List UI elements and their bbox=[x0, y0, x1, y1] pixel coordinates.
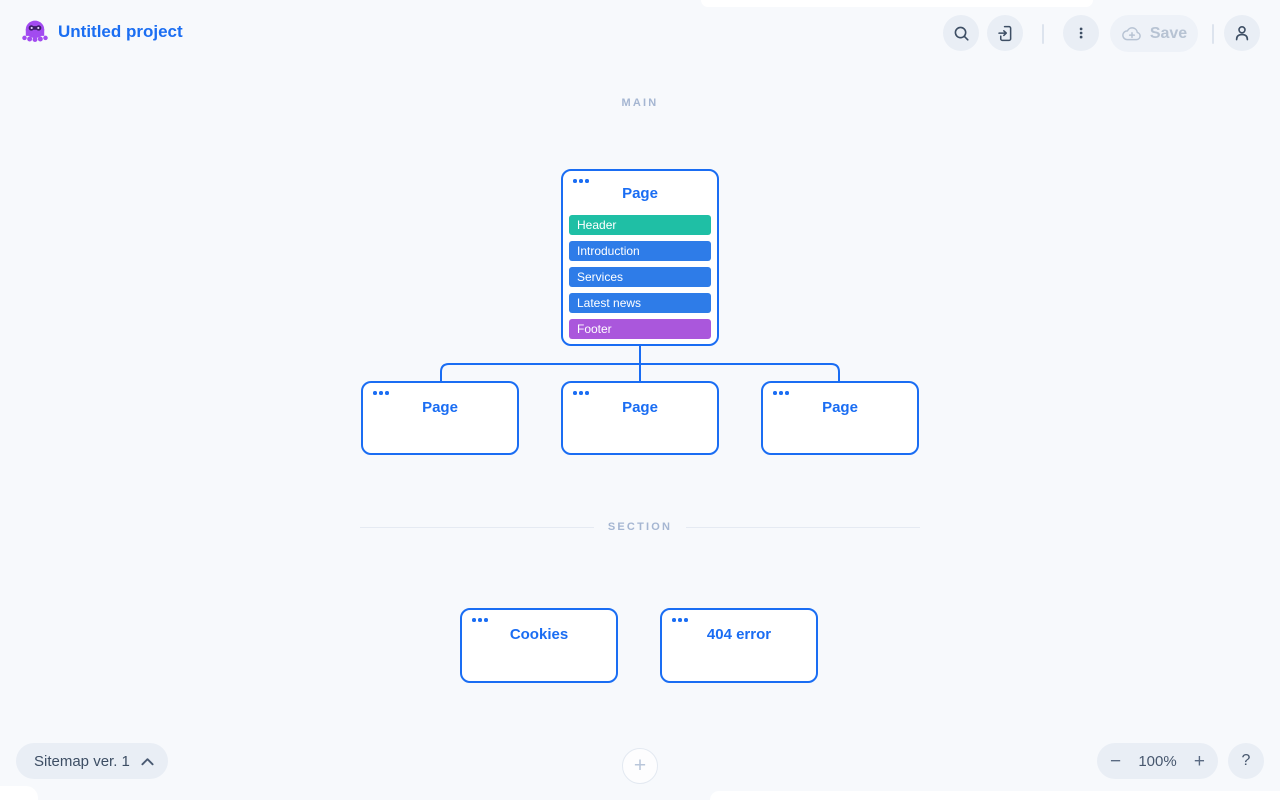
add-page-button[interactable]: + bbox=[622, 748, 658, 784]
page-card-title: Page bbox=[622, 399, 658, 416]
page-card-title: Page bbox=[622, 185, 658, 202]
page-card-child-2[interactable]: Page bbox=[561, 381, 719, 455]
zoom-control[interactable]: − 100% + bbox=[1097, 743, 1218, 779]
sitemap-version-selector[interactable]: Sitemap ver. 1 bbox=[16, 743, 168, 779]
save-label: Save bbox=[1149, 24, 1188, 42]
help-button[interactable]: ? bbox=[1228, 743, 1264, 779]
card-menu-dots[interactable] bbox=[573, 179, 589, 183]
content-block-introduction[interactable]: Introduction bbox=[569, 241, 711, 261]
import-button[interactable] bbox=[987, 15, 1023, 51]
page-card-main[interactable]: Page Header Introduction Services Latest… bbox=[561, 169, 719, 346]
zoom-level[interactable]: 100% bbox=[1138, 752, 1177, 770]
content-block-latest-news[interactable]: Latest news bbox=[569, 293, 711, 313]
card-menu-dots[interactable] bbox=[672, 618, 688, 622]
kebab-menu-icon bbox=[1079, 27, 1083, 39]
top-panel-edge bbox=[701, 0, 1093, 7]
page-card-title: 404 error bbox=[706, 626, 772, 643]
card-menu-dots[interactable] bbox=[373, 391, 389, 395]
page-card-title: Page bbox=[822, 399, 858, 416]
bottom-left-panel-edge bbox=[0, 786, 38, 800]
content-blocks: Header Introduction Services Latest news… bbox=[569, 215, 711, 339]
sitemap-version-label: Sitemap ver. 1 bbox=[34, 752, 130, 770]
octopus-icon bbox=[22, 20, 48, 42]
cloud-save-icon bbox=[1121, 26, 1141, 40]
card-menu-dots[interactable] bbox=[573, 391, 589, 395]
content-block-footer[interactable]: Footer bbox=[569, 319, 711, 339]
bottom-panel-edge bbox=[710, 791, 1280, 800]
divider-line-right bbox=[686, 526, 921, 528]
content-block-services[interactable]: Services bbox=[569, 267, 711, 287]
page-card-title: Cookies bbox=[509, 626, 569, 643]
page-card-title: Page bbox=[422, 399, 458, 416]
zoom-in-button[interactable]: + bbox=[1193, 750, 1205, 772]
section-divider: SECTION bbox=[360, 520, 921, 534]
chevron-up-icon bbox=[141, 757, 154, 765]
project-title[interactable]: Untitled project bbox=[58, 22, 183, 41]
toolbar-divider-1 bbox=[1042, 24, 1044, 44]
main-group-label: MAIN bbox=[621, 97, 659, 109]
account-button[interactable] bbox=[1224, 15, 1260, 51]
plus-icon: + bbox=[633, 754, 647, 777]
import-document-icon bbox=[997, 25, 1011, 41]
page-card-child-1[interactable]: Page bbox=[361, 381, 519, 455]
page-card-404-error[interactable]: 404 error bbox=[660, 608, 818, 683]
page-card-child-3[interactable]: Page bbox=[761, 381, 919, 455]
card-menu-dots[interactable] bbox=[773, 391, 789, 395]
card-menu-dots[interactable] bbox=[472, 618, 488, 622]
zoom-out-button[interactable]: − bbox=[1110, 750, 1122, 772]
save-button[interactable]: Save bbox=[1110, 15, 1198, 52]
question-mark-icon: ? bbox=[1241, 752, 1251, 769]
search-icon bbox=[954, 26, 969, 41]
divider-line-left bbox=[360, 526, 594, 528]
more-menu-button[interactable] bbox=[1063, 15, 1099, 51]
content-block-header[interactable]: Header bbox=[569, 215, 711, 235]
toolbar-divider-2 bbox=[1212, 24, 1214, 44]
user-icon bbox=[1235, 26, 1249, 41]
page-card-cookies[interactable]: Cookies bbox=[460, 608, 618, 683]
section-group-label: SECTION bbox=[607, 521, 673, 533]
octopus-logo[interactable] bbox=[20, 18, 50, 48]
search-button[interactable] bbox=[943, 15, 979, 51]
